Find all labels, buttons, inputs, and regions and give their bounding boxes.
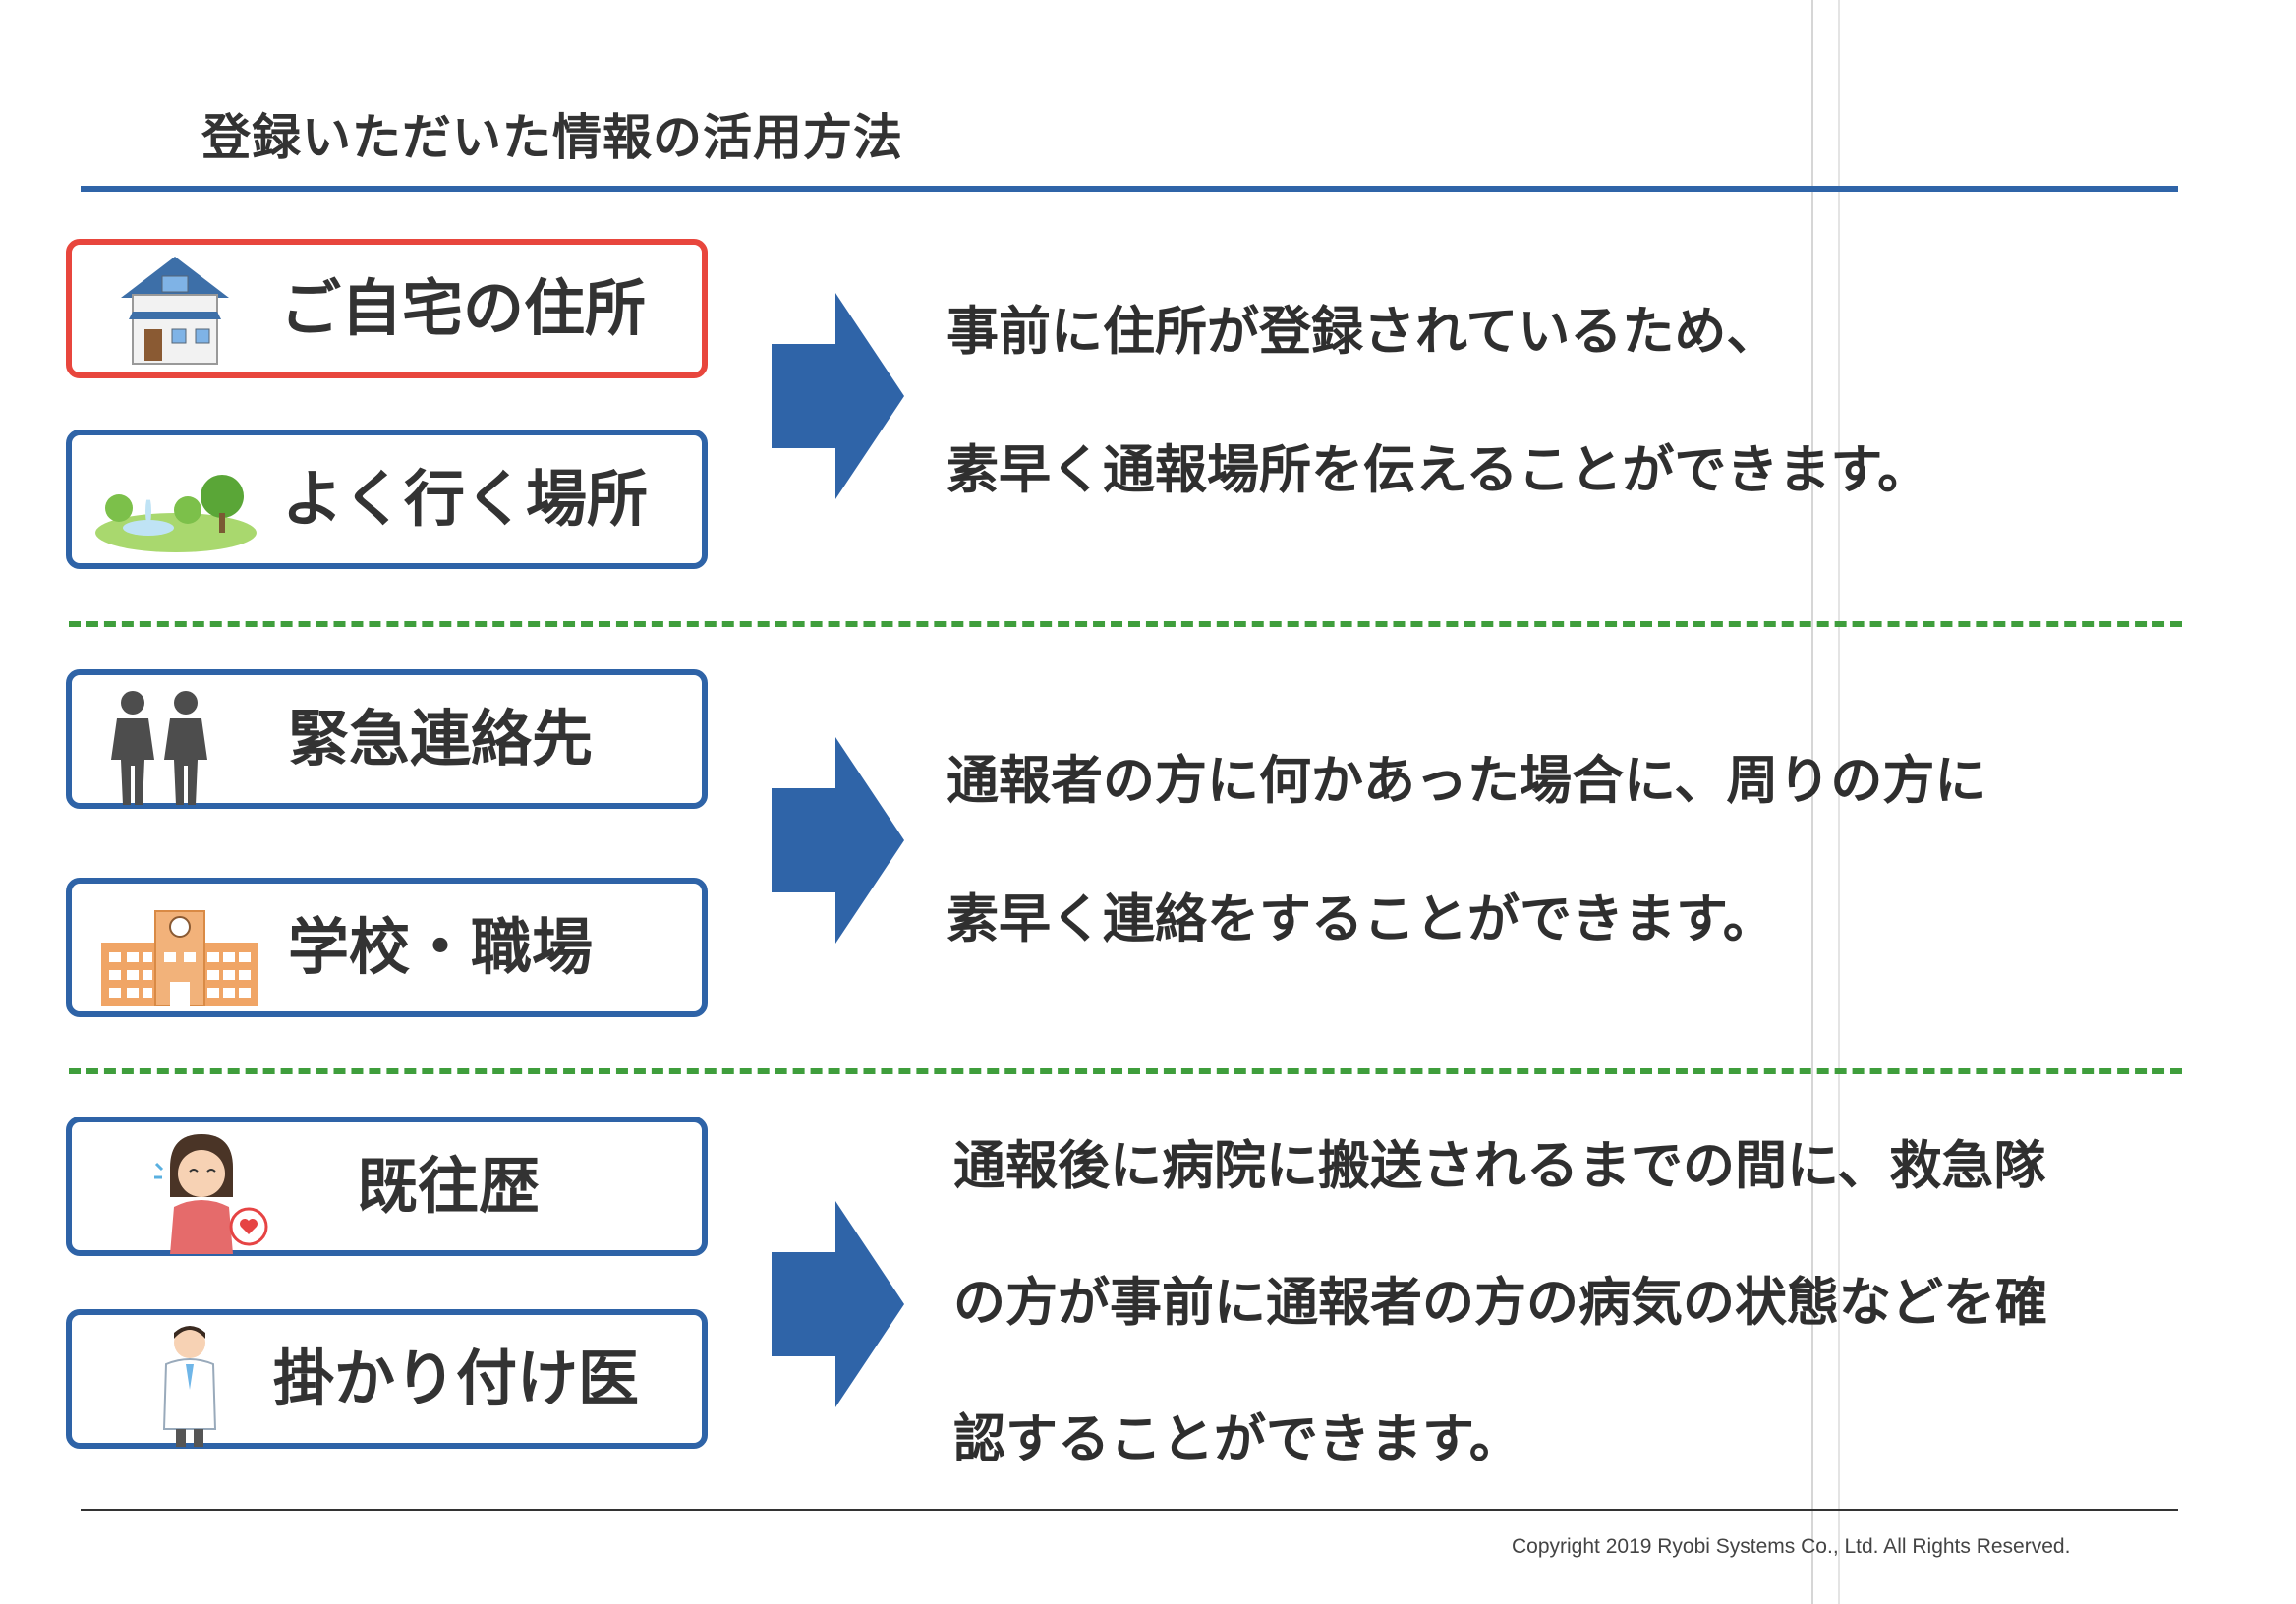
right-arrow-icon [772,737,904,944]
item-label: ご自宅の住所 [280,272,647,344]
item-label: よく行く場所 [282,463,649,535]
item-box-family-doctor: 掛かり付け医 [66,1309,708,1449]
title-underline [81,186,2178,192]
item-box-home-address: ご自宅の住所 [66,239,708,378]
item-box-school-workplace: 学校・職場 [66,878,708,1017]
right-arrow-icon [772,293,904,499]
right-arrow-icon [772,1201,904,1407]
people-icon [111,691,207,805]
message-line: 通報後に病院に搬送されるまでの間に、救急隊 [953,1136,2046,1196]
message-line: 事前に住所が登録されているため、 [947,302,1779,362]
message-line: 認することができます。 [953,1409,1521,1469]
item-label: 学校・職場 [288,911,594,983]
copyright-text: Copyright 2019 Ryobi Systems Co., Ltd. A… [1512,1535,2071,1558]
house-icon [121,257,229,365]
item-label: 緊急連絡先 [288,703,594,774]
item-box-frequent-place: よく行く場所 [66,430,708,569]
park-icon [95,475,257,552]
section-divider [69,621,2182,627]
item-box-medical-history: 既往歴 [66,1117,708,1256]
item-label: 掛かり付け医 [273,1343,640,1414]
school-building-icon [101,910,258,1006]
doctor-icon [162,1326,217,1447]
sick-person-icon [154,1134,268,1254]
scan-line [1811,0,1813,1604]
scan-line [1838,0,1840,1604]
item-box-emergency-contact: 緊急連絡先 [66,669,708,809]
page-title: 登録いただいた情報の活用方法 [201,109,903,166]
message-line: 素早く連絡をすることができます。 [947,889,1775,949]
message-line: の方が事前に通報者の方の病気の状態などを確 [953,1273,2047,1333]
footer-rule [81,1509,2178,1511]
item-label: 既往歴 [357,1150,541,1222]
section-divider [69,1068,2182,1074]
message-line: 通報者の方に何かあった場合に、周りの方に [947,751,1987,811]
message-line: 素早く通報場所を伝えることができます。 [947,440,1930,500]
